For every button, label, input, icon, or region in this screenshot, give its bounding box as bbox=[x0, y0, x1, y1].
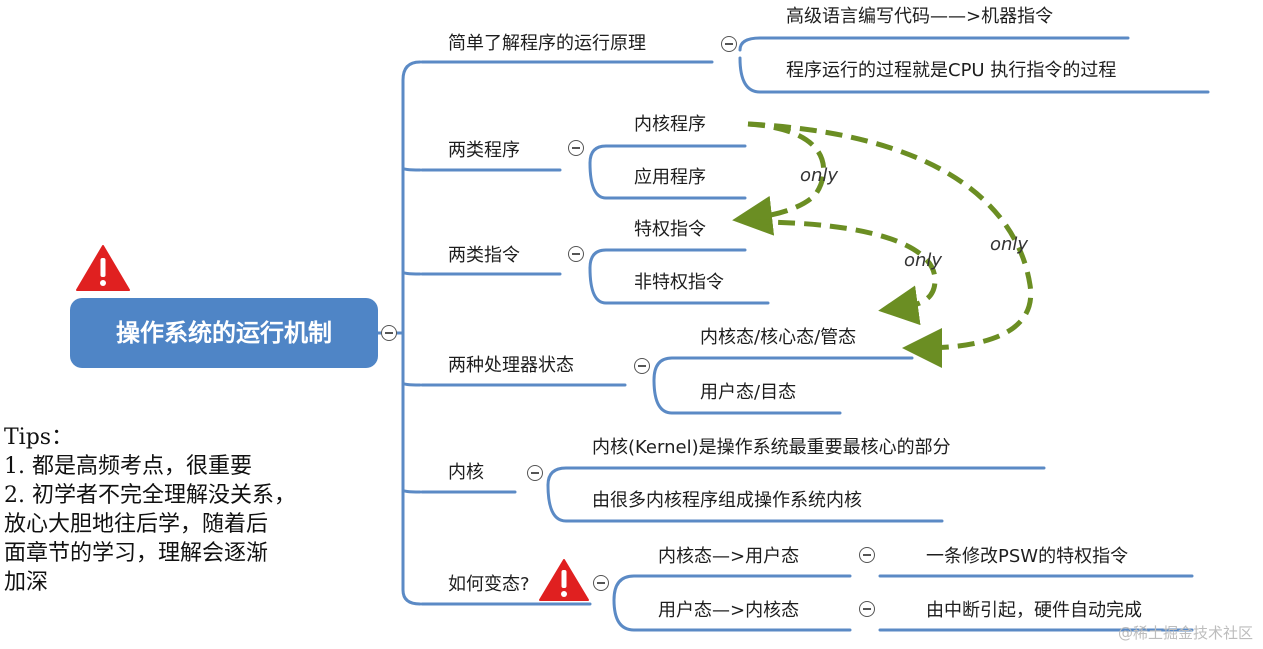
tips-line: 1. 都是高频考点，很重要 bbox=[4, 454, 252, 479]
only-arrow-kernel-to-privileged bbox=[732, 121, 827, 236]
branch-label[interactable]: 两类程序 bbox=[448, 140, 520, 161]
child-label[interactable]: 非特权指令 bbox=[634, 272, 724, 293]
tips-box: Tips： 1. 都是高频考点，很重要 2. 初学者不完全理解没关系， 放心大胆… bbox=[4, 423, 296, 597]
child-label[interactable]: 内核态—>用户态 bbox=[658, 546, 800, 567]
only-arrow-kernel-to-kernelmode bbox=[747, 121, 1034, 368]
root-label: 操作系统的运行机制 bbox=[116, 319, 332, 347]
tips-line: 面章节的学习，理解会逐渐 bbox=[4, 541, 269, 566]
arrow-label: only bbox=[990, 234, 1029, 255]
watermark: @稀土掘金技术社区 bbox=[1117, 624, 1253, 642]
child-label[interactable]: 用户态—>内核态 bbox=[658, 600, 800, 621]
branch-label[interactable]: 两类指令 bbox=[448, 245, 520, 266]
tips-title: Tips： bbox=[4, 425, 74, 450]
branch-label[interactable]: 内核 bbox=[448, 462, 484, 483]
tips-line: 2. 初学者不完全理解没关系， bbox=[4, 483, 296, 508]
tips-line: 放心大胆地往后学，随着后 bbox=[4, 512, 269, 537]
child-label[interactable]: 内核态/核心态/管态 bbox=[700, 327, 857, 348]
tips-line: 加深 bbox=[4, 570, 49, 595]
child-label[interactable]: 内核程序 bbox=[634, 114, 706, 135]
collapse-icon[interactable] bbox=[859, 601, 875, 617]
child-label[interactable]: 应用程序 bbox=[634, 167, 706, 188]
arrow-label: only bbox=[800, 165, 839, 186]
warning-icon bbox=[76, 245, 130, 291]
collapse-icon[interactable] bbox=[527, 465, 543, 481]
collapse-icon[interactable] bbox=[721, 36, 737, 52]
detail-label[interactable]: 一条修改PSW的特权指令 bbox=[926, 546, 1129, 567]
warning-icon bbox=[539, 559, 589, 601]
branch-label[interactable]: 简单了解程序的运行原理 bbox=[448, 33, 646, 54]
collapse-icon[interactable] bbox=[381, 325, 397, 341]
branch-label[interactable]: 如何变态? bbox=[448, 574, 530, 595]
child-label[interactable]: 由很多内核程序组成操作系统内核 bbox=[592, 490, 862, 511]
root-node[interactable]: 操作系统的运行机制 bbox=[70, 298, 378, 368]
child-label[interactable]: 高级语言编写代码——>机器指令 bbox=[786, 6, 1054, 27]
collapse-icon[interactable] bbox=[859, 547, 875, 563]
collapse-icon[interactable] bbox=[634, 358, 650, 374]
detail-label[interactable]: 由中断引起，硬件自动完成 bbox=[926, 600, 1142, 621]
arrow-label: only bbox=[904, 250, 943, 271]
branch-label[interactable]: 两种处理器状态 bbox=[448, 355, 574, 376]
collapse-icon[interactable] bbox=[593, 575, 609, 591]
child-label[interactable]: 特权指令 bbox=[634, 219, 706, 240]
only-arrow-privileged-to-kernelmode bbox=[751, 219, 938, 326]
collapse-icon[interactable] bbox=[568, 140, 584, 156]
collapse-icon[interactable] bbox=[568, 246, 584, 262]
child-label[interactable]: 内核(Kernel)是操作系统最重要最核心的部分 bbox=[592, 437, 951, 458]
child-label[interactable]: 用户态/目态 bbox=[700, 382, 797, 403]
child-label[interactable]: 程序运行的过程就是CPU 执行指令的过程 bbox=[786, 60, 1117, 81]
